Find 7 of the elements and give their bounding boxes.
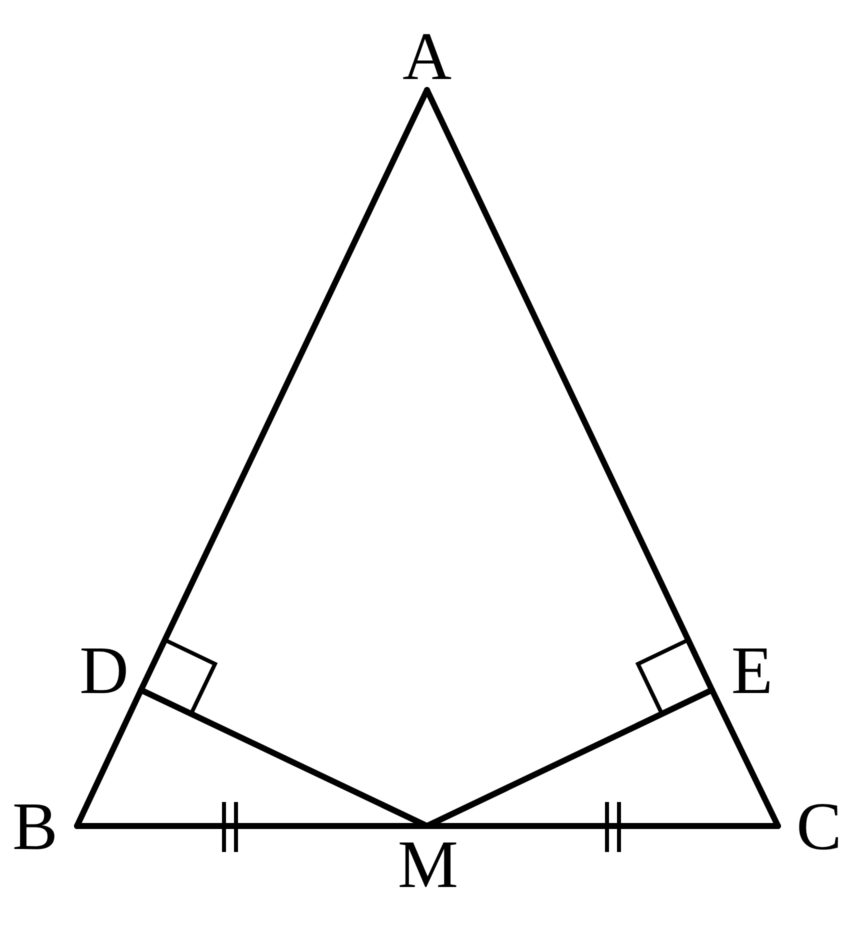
point-label: E <box>720 640 784 700</box>
point-label: B <box>2 796 68 856</box>
point-label: C <box>786 796 852 856</box>
point-label: A <box>393 26 461 86</box>
point-label: M <box>390 834 466 894</box>
line-segment <box>709 687 781 829</box>
point-label: D <box>70 640 138 700</box>
